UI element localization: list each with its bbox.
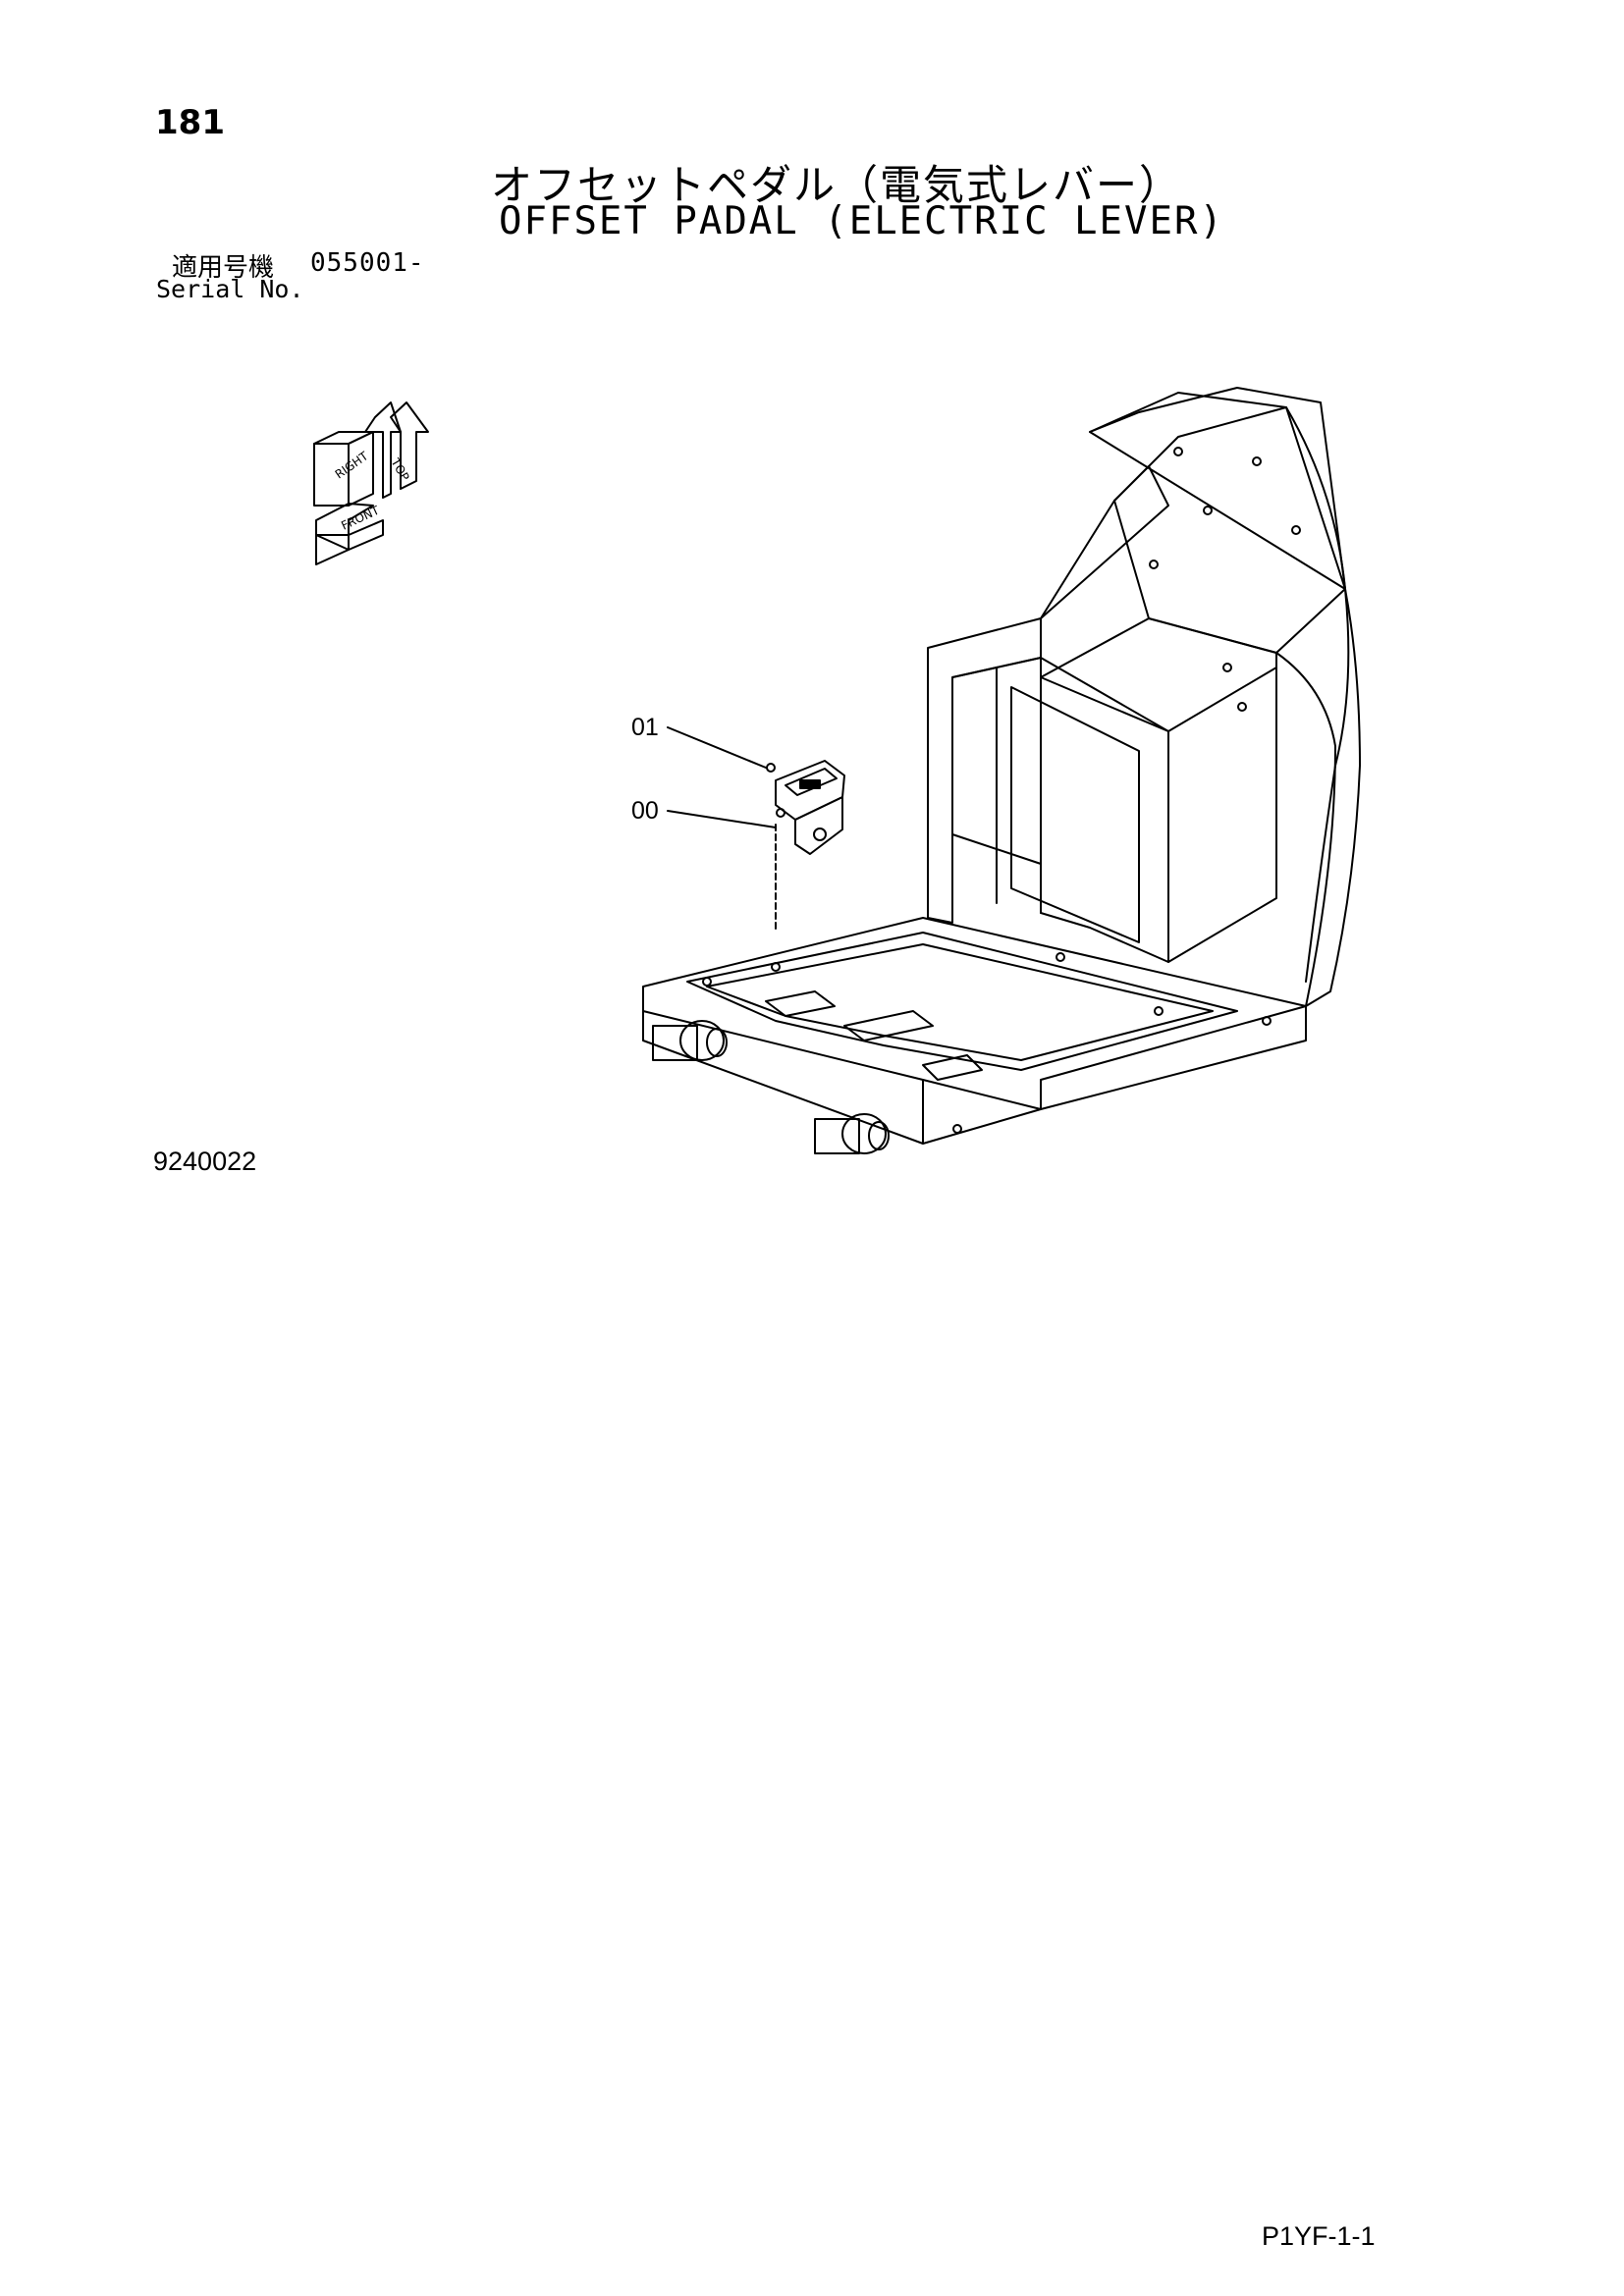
- orientation-icon: RIGHT TOP FRONT: [313, 401, 429, 565]
- page-reference: P1YF-1-1: [1262, 2221, 1376, 2251]
- rubber-mount-left: [652, 1020, 728, 1061]
- rubber-mount-right: [814, 1113, 890, 1154]
- page-number: 181: [155, 103, 225, 142]
- serial-label-japanese: 適用号機: [172, 253, 275, 283]
- serial-range: 055001-: [310, 248, 425, 278]
- illustration-code: 9240022: [153, 1147, 257, 1176]
- orientation-label-right: RIGHT: [333, 449, 371, 481]
- pedal-switch-part: [766, 760, 845, 934]
- orientation-label-front: FRONT: [339, 503, 382, 532]
- title-japanese: オフセットペダル（電気式レバー）: [491, 161, 1183, 209]
- cab-frame-drawing: [642, 387, 1361, 1154]
- callout-01: 01: [631, 714, 659, 741]
- leader-line-00: [667, 810, 777, 828]
- callout-00: 00: [631, 797, 659, 825]
- serial-label-english: Serial No.: [156, 275, 304, 303]
- title-english: OFFSET PADAL (ELECTRIC LEVER): [499, 199, 1224, 243]
- leader-line-01: [667, 726, 767, 769]
